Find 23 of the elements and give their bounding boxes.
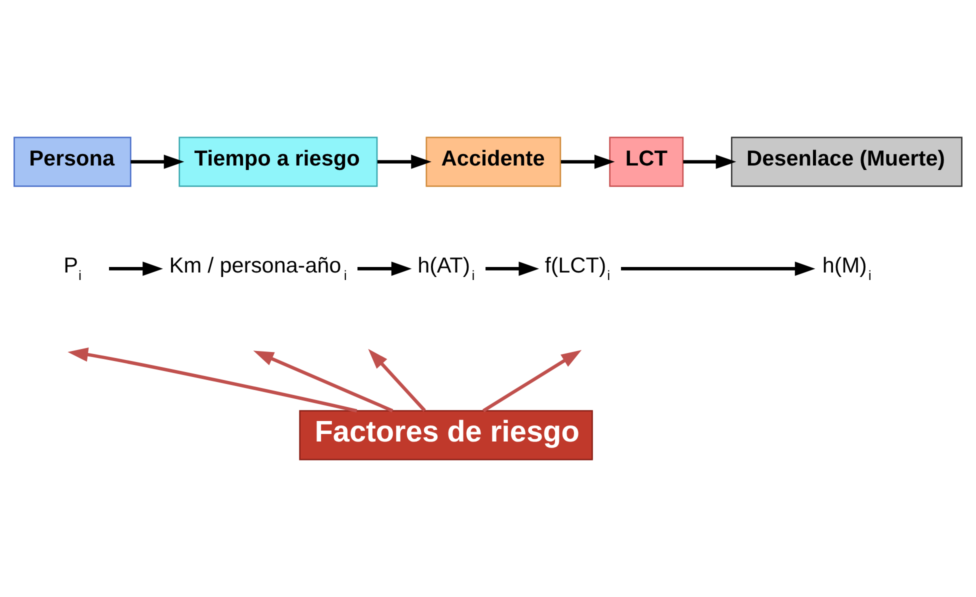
arrow — [683, 154, 736, 169]
node-box: Persona — [14, 136, 132, 187]
arrow — [621, 262, 816, 276]
arrow — [357, 262, 412, 276]
arrow — [109, 262, 163, 276]
node-text: f(LCT)$_{i}$ — [544, 252, 610, 284]
arrow — [253, 350, 394, 412]
arrow — [68, 348, 358, 412]
node-text: P$_{i}$ — [64, 252, 82, 284]
arrow — [130, 154, 184, 169]
node-box: Desenlace (Muerte) — [730, 136, 962, 187]
node-box: LCT — [609, 136, 684, 187]
arrow — [486, 262, 540, 276]
node-box: Tiempo a riesgo — [178, 136, 378, 187]
arrow — [377, 154, 432, 169]
node-box: Factores de riesgo — [299, 410, 593, 460]
node-text: h(M)$_{i}$ — [822, 252, 872, 284]
arrow — [482, 350, 582, 412]
arrow — [368, 348, 426, 412]
node-text: Km / persona-año$_{i}$ — [169, 252, 347, 284]
arrow — [560, 154, 615, 169]
node-box: Accidente — [426, 136, 562, 187]
node-text: h(AT)$_{i}$ — [418, 252, 475, 284]
